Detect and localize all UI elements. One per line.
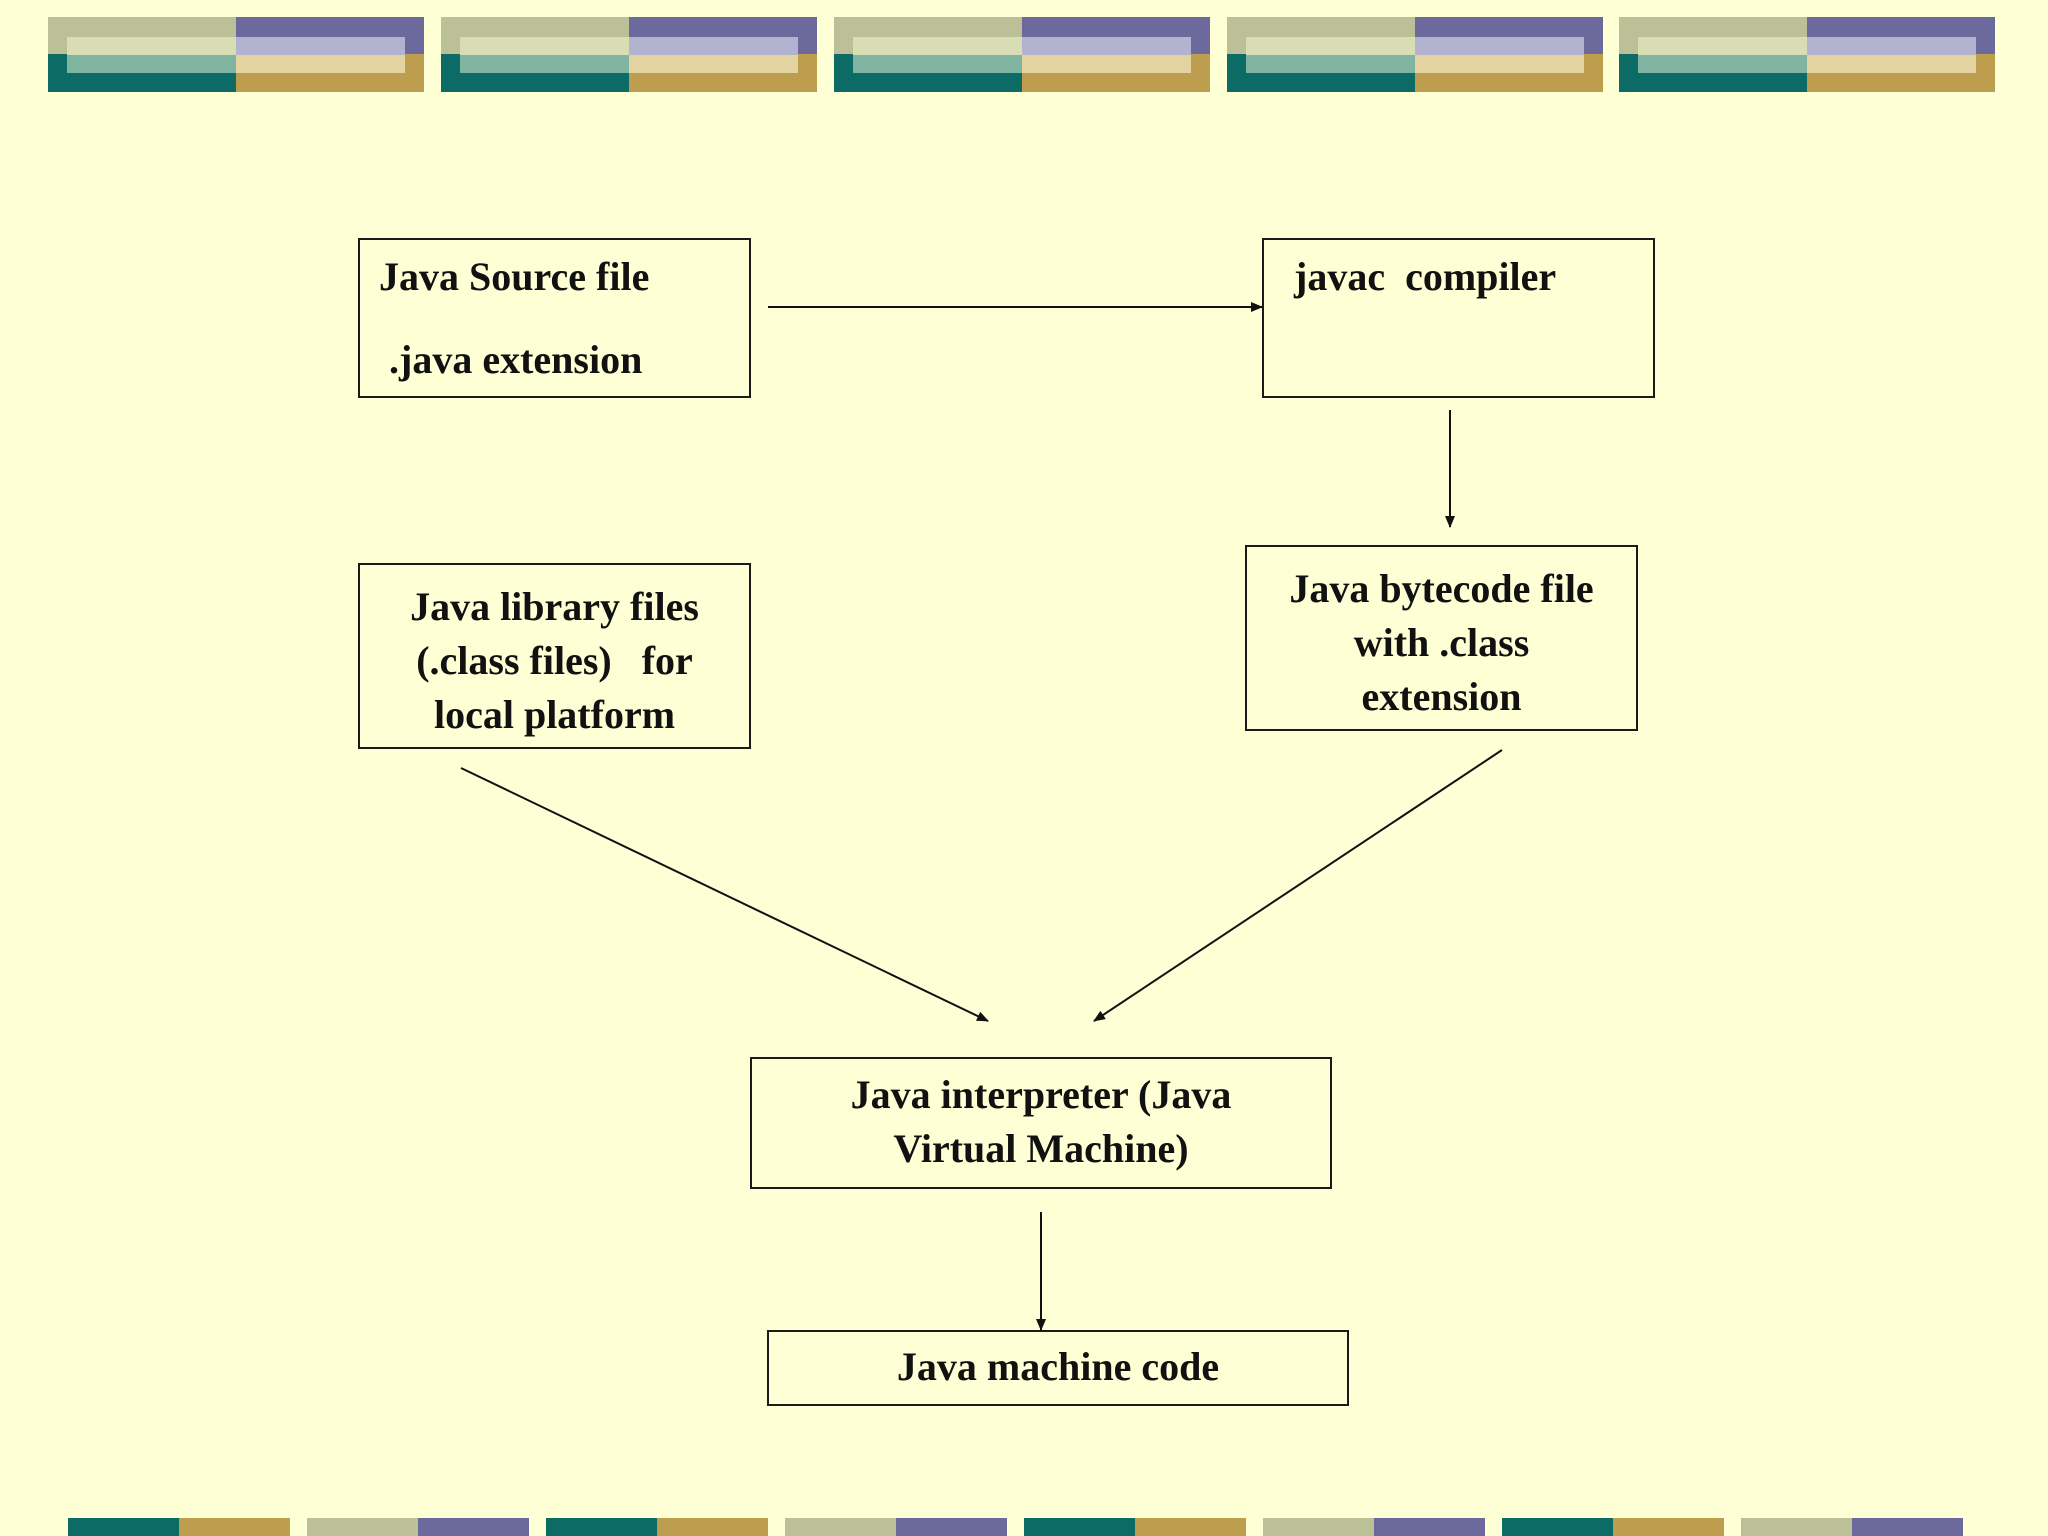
compiler-title: javac compiler — [1294, 254, 1557, 299]
decoration-tile — [1024, 1518, 1246, 1536]
bytecode-file-line-2: with .class — [1353, 620, 1530, 665]
decoration-tile — [1227, 17, 1603, 92]
source-file-node: Java Source file .java extension — [358, 238, 751, 398]
compiler-node: javac compiler — [1262, 238, 1655, 398]
library-files-node: Java library files (.class files) for lo… — [358, 563, 751, 749]
arrow-library-to-interpreter — [460, 767, 989, 1022]
decoration-tile — [307, 1518, 529, 1536]
decoration-tile — [441, 17, 817, 92]
library-files-line-1: Java library files — [410, 584, 699, 629]
source-file-extension: .java extension — [389, 337, 643, 382]
decoration-tile — [68, 1518, 290, 1536]
machine-code-node: Java machine code — [767, 1330, 1349, 1406]
decoration-tile — [48, 17, 424, 92]
source-file-title: Java Source file — [379, 254, 650, 299]
decoration-tile — [1502, 1518, 1724, 1536]
bytecode-file-node: Java bytecode file with .class extension — [1245, 545, 1638, 731]
interpreter-node: Java interpreter (Java Virtual Machine) — [750, 1057, 1332, 1189]
bytecode-file-line-3: extension — [1361, 674, 1522, 719]
arrow-bytecode-to-interpreter — [1093, 749, 1503, 1022]
bytecode-file-line-1: Java bytecode file — [1289, 566, 1594, 611]
decoration-tile — [1263, 1518, 1485, 1536]
decoration-tile — [785, 1518, 1007, 1536]
decoration-tile — [834, 17, 1210, 92]
decoration-tile — [1619, 17, 1995, 92]
interpreter-line-1: Java interpreter (Java — [850, 1072, 1232, 1117]
decoration-tile — [546, 1518, 768, 1536]
decoration-tile — [1741, 1518, 1963, 1536]
library-files-line-2: (.class files) for — [416, 638, 693, 683]
machine-code-title: Java machine code — [896, 1344, 1220, 1389]
library-files-line-3: local platform — [433, 692, 676, 737]
interpreter-line-2: Virtual Machine) — [893, 1126, 1189, 1171]
